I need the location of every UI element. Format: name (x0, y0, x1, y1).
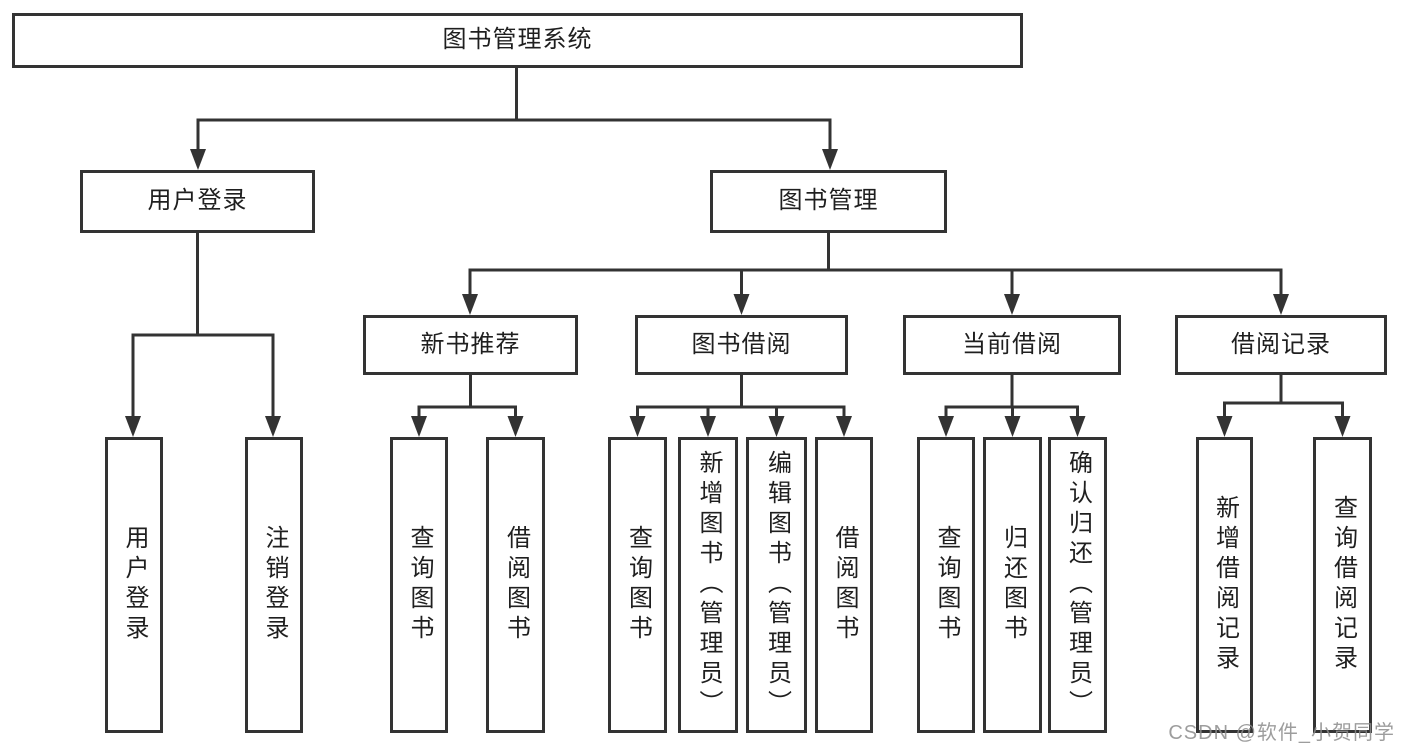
leaf-edit-books-admin: 编辑图书（管理员） (746, 437, 807, 733)
node-book-management: 图书管理 (710, 170, 947, 233)
leaf-user-login: 用户登录 (105, 437, 163, 733)
leaf-confirm-return-admin-label: 确认归还（管理员） (1064, 450, 1092, 720)
root-node-library-system: 图书管理系统 (12, 13, 1023, 68)
node-new-book-recommend: 新书推荐 (363, 315, 578, 375)
leaf-query-books-recommend-label: 查询图书 (406, 525, 433, 645)
leaf-query-books-borrow: 查询图书 (608, 437, 667, 733)
leaf-add-borrow-record: 新增借阅记录 (1196, 437, 1253, 733)
leaf-query-borrow-record-label: 查询借阅记录 (1329, 495, 1357, 675)
leaf-query-books-borrow-label: 查询图书 (624, 525, 652, 645)
leaf-add-borrow-record-label: 新增借阅记录 (1211, 495, 1239, 675)
leaf-add-books-admin-label: 新增图书（管理员） (695, 450, 722, 720)
leaf-user-login-label: 用户登录 (121, 525, 148, 645)
node-current-borrow: 当前借阅 (903, 315, 1121, 375)
node-book-borrow: 图书借阅 (635, 315, 848, 375)
node-user-login-label: 用户登录 (147, 187, 248, 215)
leaf-add-books-admin: 新增图书（管理员） (678, 437, 738, 733)
leaf-return-books-label: 归还图书 (999, 525, 1027, 645)
node-book-management-label: 图书管理 (778, 187, 879, 215)
leaf-edit-books-admin-label: 编辑图书（管理员） (763, 450, 791, 720)
node-current-borrow-label: 当前借阅 (962, 330, 1062, 358)
leaf-query-borrow-record: 查询借阅记录 (1313, 437, 1372, 733)
node-borrow-records-label: 借阅记录 (1231, 330, 1331, 358)
node-user-login: 用户登录 (80, 170, 315, 233)
node-book-borrow-label: 图书借阅 (691, 330, 792, 358)
leaf-logout-label: 注销登录 (261, 525, 288, 645)
leaf-borrow-books-recommend: 借阅图书 (486, 437, 545, 733)
leaf-borrow-books: 借阅图书 (815, 437, 873, 733)
root-node-label: 图书管理系统 (442, 26, 593, 54)
node-borrow-records: 借阅记录 (1175, 315, 1387, 375)
node-new-book-recommend-label: 新书推荐 (420, 330, 521, 358)
leaf-query-books-current-label: 查询图书 (933, 525, 960, 645)
csdn-watermark: CSDN @软件_小贺同学 (1168, 722, 1395, 744)
leaf-return-books: 归还图书 (983, 437, 1042, 733)
leaf-logout: 注销登录 (245, 437, 303, 733)
arrowhead-icons (125, 149, 1351, 437)
leaf-borrow-books-recommend-label: 借阅图书 (502, 525, 530, 645)
leaf-confirm-return-admin: 确认归还（管理员） (1048, 437, 1107, 733)
leaf-borrow-books-label: 借阅图书 (831, 525, 858, 645)
leaf-query-books-current: 查询图书 (917, 437, 975, 733)
leaf-query-books-recommend: 查询图书 (390, 437, 448, 733)
